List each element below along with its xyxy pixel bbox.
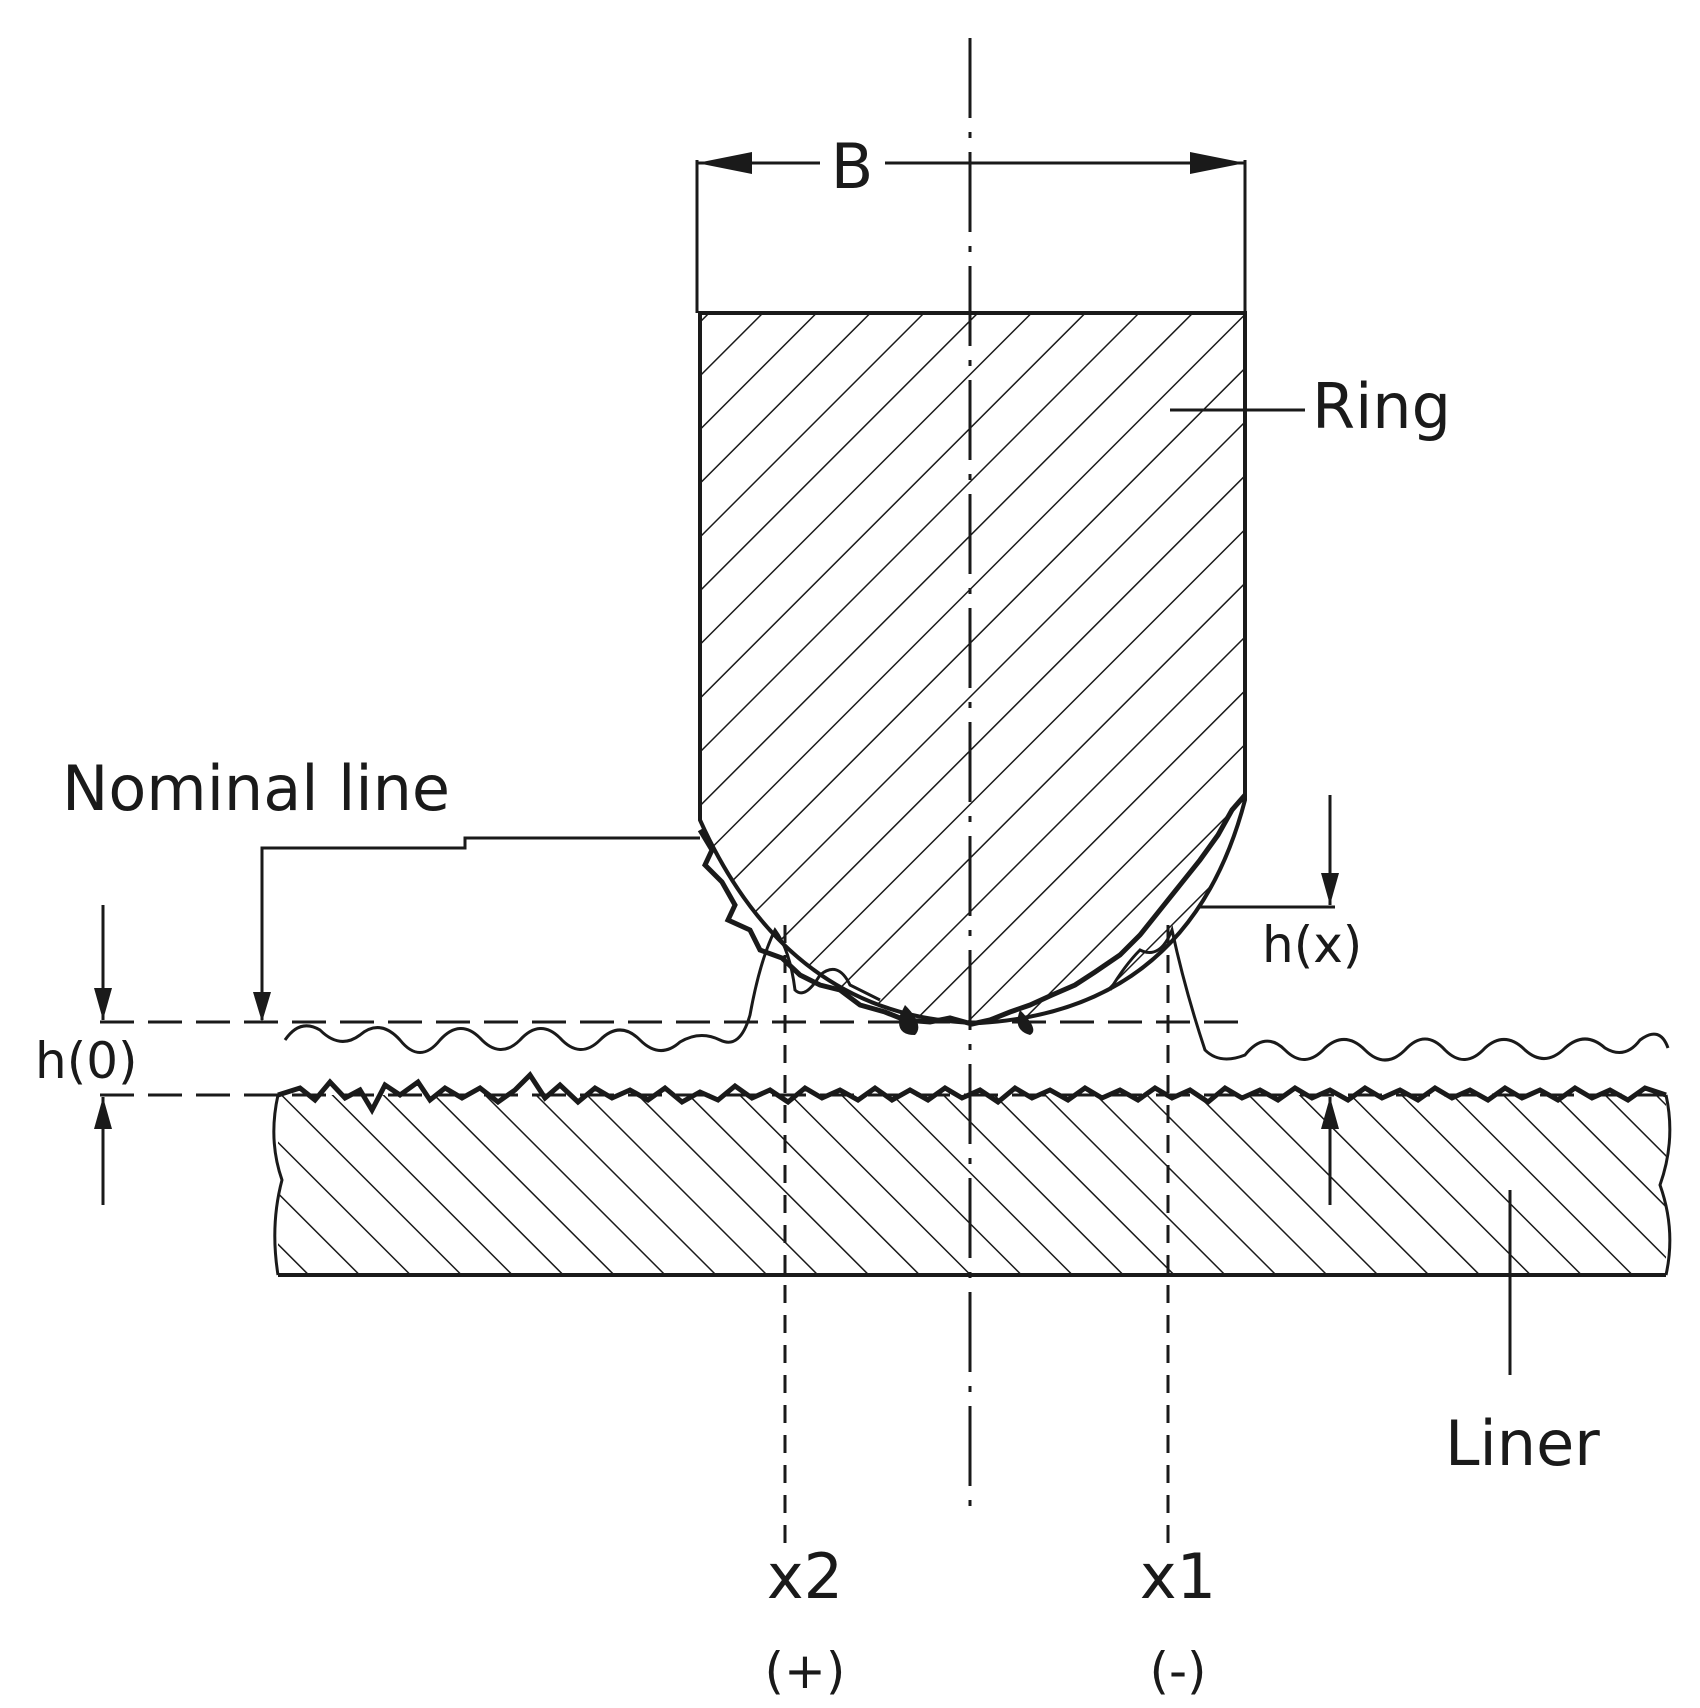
liner [272,1071,1672,1277]
contact-blob-left [899,1005,919,1035]
ring-label: Ring [1312,370,1451,443]
oil-film-line [283,924,1670,1062]
width-dimension [695,152,1247,313]
nominal-line-leader [253,836,700,1022]
x2-sign-label: (+) [765,1642,846,1700]
x1-sign-label: (-) [1149,1642,1206,1700]
hx-dimension [1200,795,1339,1205]
h0-dimension [94,905,112,1205]
x1-label: x1 [1140,1540,1216,1613]
ring-face-roughness [697,793,1247,1027]
dimension-arrow-right [1190,152,1245,174]
liner-label: Liner [1445,1407,1600,1480]
hx-label: h(x) [1262,916,1362,974]
dimension-arrow-left [697,152,752,174]
ring [697,311,1247,1035]
x2-label: x2 [767,1540,843,1613]
h0-label: h(0) [35,1032,138,1090]
nominal-line-label: Nominal line [62,752,450,825]
width-label: B [831,130,874,203]
